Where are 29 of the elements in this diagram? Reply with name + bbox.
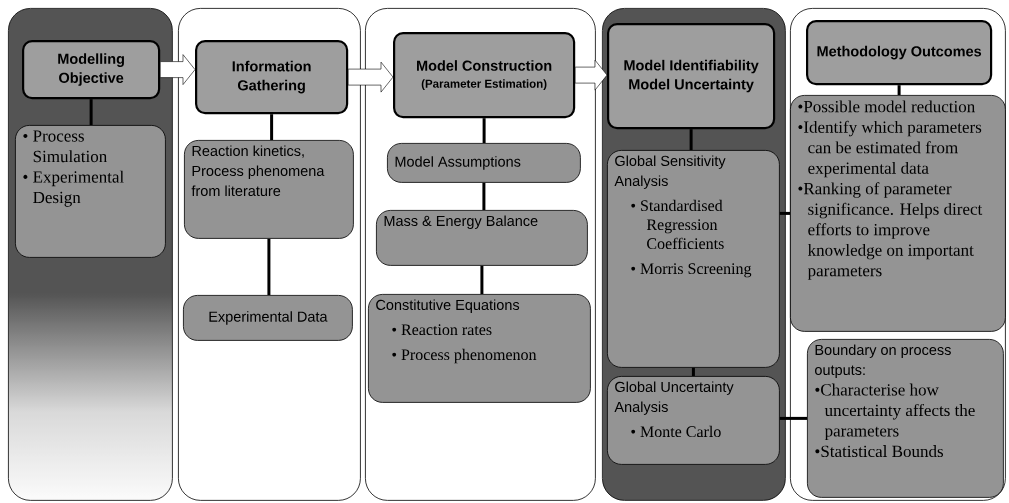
step-box: Methodology Outcomes xyxy=(806,20,993,86)
info-box: Reaction kinetics, Process phenomena from literature xyxy=(184,140,354,239)
info-box: Global Sensitivity Analysis • Standardised Regression Coefficients • Morris Screening xyxy=(607,150,780,368)
info-box: Boundary on process outputs: •Characterise how uncertainty affects the parameters •Statistical Bounds xyxy=(807,339,1004,498)
info-box: Constitutive Equations • Reaction rates • Process phenomenon xyxy=(368,294,591,403)
info-box: •Possible model reduction •Identify which parameters can be estimated from experimental data •Ranking of parameter significance. Helps direct efforts to improve knowledge on important parameters xyxy=(790,95,1006,332)
info-box: • Process Simulation • Experimental Design xyxy=(15,125,166,258)
step-box: Modelling Objective xyxy=(22,40,161,100)
connector-line xyxy=(89,99,93,125)
info-box: Model Assumptions xyxy=(387,143,581,183)
connector-line xyxy=(482,118,486,143)
block-arrow xyxy=(574,59,608,91)
info-box: Mass & Energy Balance xyxy=(376,210,588,266)
info-box: Experimental Data xyxy=(183,295,353,341)
connector-line xyxy=(779,211,790,215)
block-arrow xyxy=(159,54,196,85)
connector-line xyxy=(691,367,695,376)
connector-line xyxy=(270,114,274,140)
connector-line xyxy=(897,85,901,95)
info-box: Global Uncertainty Analysis • Monte Carlo xyxy=(607,376,780,465)
block-arrow xyxy=(347,61,394,93)
step-box: Information Gathering xyxy=(195,40,349,115)
connector-line xyxy=(480,265,484,294)
connector-line xyxy=(482,182,486,210)
step-box: Model Identifiability Model Uncertainty xyxy=(607,23,776,130)
connector-line xyxy=(267,238,271,295)
connector-line xyxy=(779,416,807,420)
connector-line xyxy=(689,129,693,150)
step-box: Model Construction (Parameter Estimation) xyxy=(393,32,576,119)
